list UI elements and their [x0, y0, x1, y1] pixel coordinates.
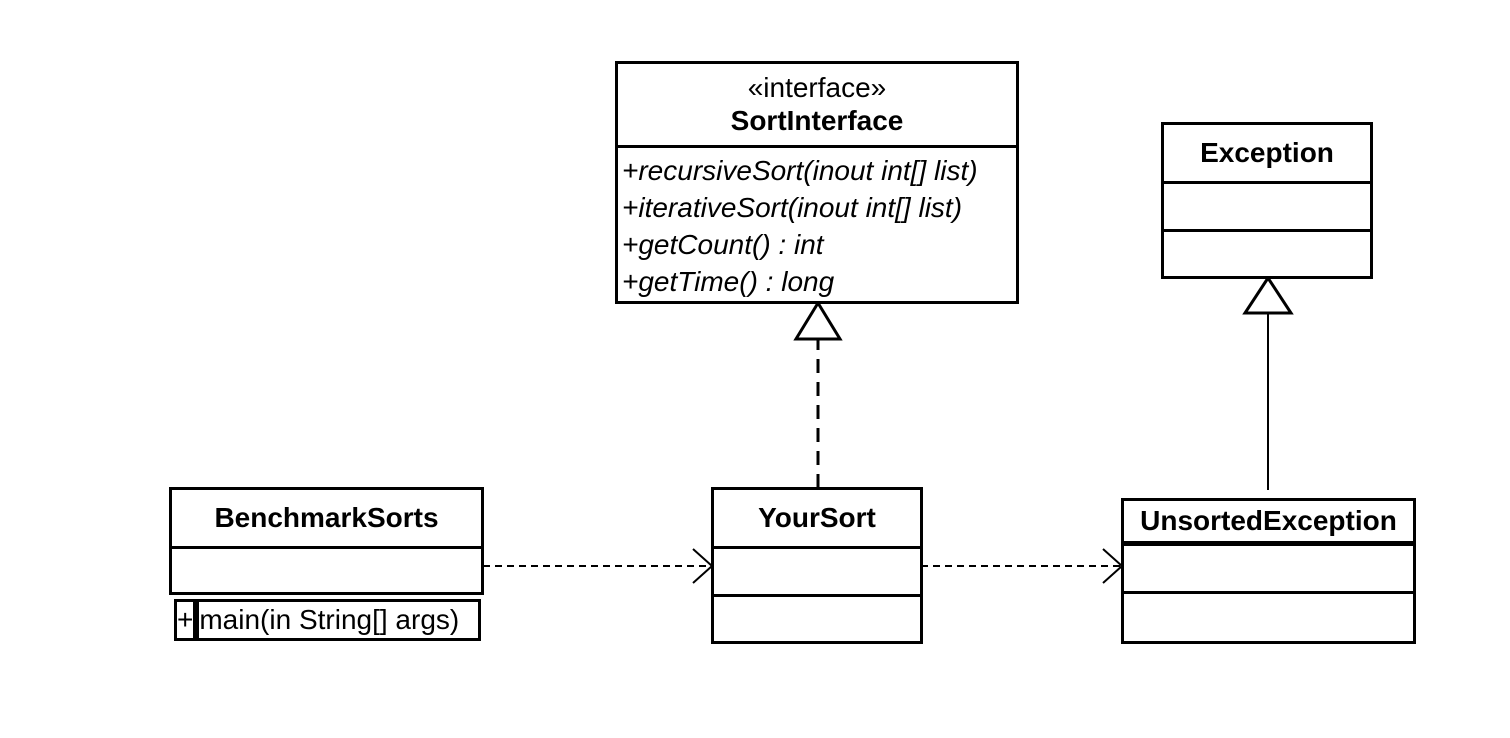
operation-main: +main(in String[] args): [174, 599, 481, 641]
selection-marker: [193, 602, 200, 638]
realization-arrow: [793, 300, 843, 488]
class-box-unsorted-exception[interactable]: UnsortedException: [1121, 498, 1416, 644]
dependency-arrow-yoursort-to-unsortedexception: [921, 548, 1124, 584]
class-header: BenchmarkSorts: [172, 490, 481, 549]
class-name: BenchmarkSorts: [214, 502, 439, 533]
class-box-sort-interface[interactable]: «interface» SortInterface +recursiveSort…: [615, 61, 1019, 304]
class-name: Exception: [1200, 137, 1334, 168]
operation-signature: main(in String[] args): [199, 604, 460, 635]
operations-compartment: +recursiveSort(inout int[] list) +iterat…: [618, 148, 1016, 300]
attributes-compartment: [714, 549, 920, 597]
operation-get-count: +getCount() : int: [622, 229, 824, 260]
class-header: UnsortedException: [1124, 501, 1413, 546]
operation-get-time: +getTime() : long: [622, 266, 835, 297]
class-box-your-sort[interactable]: YourSort: [711, 487, 923, 644]
class-header: Exception: [1164, 125, 1370, 184]
class-name: SortInterface: [730, 104, 904, 136]
interface-stereotype: «interface»: [747, 71, 887, 103]
attributes-compartment: [1124, 546, 1413, 594]
generalization-arrow: [1242, 275, 1294, 490]
class-name: YourSort: [758, 502, 876, 533]
class-header: YourSort: [714, 490, 920, 549]
operation-iterative-sort: +iterativeSort(inout int[] list): [622, 192, 963, 223]
class-box-benchmark-sorts[interactable]: BenchmarkSorts: [169, 487, 484, 595]
class-name: UnsortedException: [1140, 505, 1397, 536]
class-box-exception[interactable]: Exception: [1161, 122, 1373, 279]
attributes-compartment: [1164, 184, 1370, 232]
class-header: «interface» SortInterface: [618, 64, 1016, 148]
operation-recursive-sort: +recursiveSort(inout int[] list): [622, 155, 978, 186]
dependency-arrow-benchmark-to-yoursort: [483, 548, 714, 584]
operation-visibility: +: [177, 604, 194, 635]
